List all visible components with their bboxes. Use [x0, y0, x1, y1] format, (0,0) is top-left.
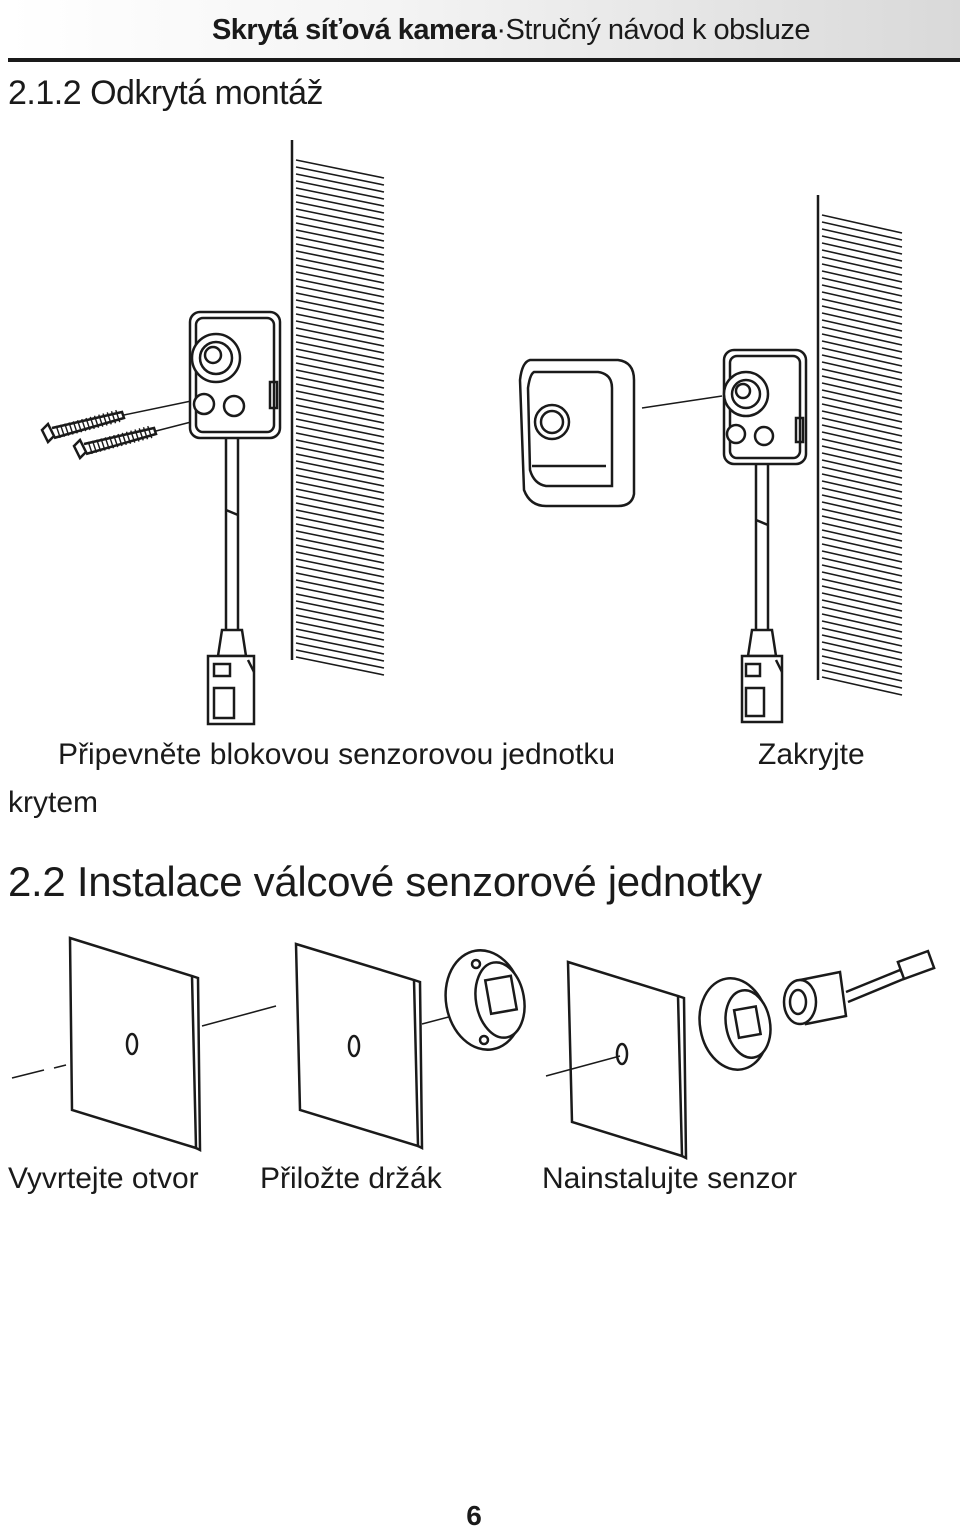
header-separator: · — [496, 14, 506, 46]
sensor-unit-left — [188, 310, 282, 726]
screw-2 — [72, 425, 158, 461]
header-title-bold: Skrytá síťová kamera — [211, 14, 497, 46]
header-title: Skrytá síťová kamera·Stručný návod k obs… — [211, 14, 811, 47]
wall-left — [290, 140, 385, 676]
sensor-cover — [518, 358, 723, 508]
header-subtitle: Stručný návod k obsluze — [505, 14, 811, 46]
step-caption-bracket: Přiložte držák — [260, 1162, 442, 1195]
install-sensor-step — [545, 949, 936, 1161]
cylinder-sensor — [782, 949, 936, 1026]
caption-cover-first: Zakryjte — [758, 738, 865, 771]
step-caption-install: Nainstalujte senzor — [542, 1162, 798, 1195]
drill-hole-step — [11, 936, 277, 1153]
page-number: 6 — [466, 1500, 482, 1531]
caption-cover-second: krytem — [8, 786, 98, 819]
cylinder-install-illustration — [11, 936, 936, 1161]
page-header: Skrytá síťová kamera·Stručný návod k obs… — [8, 0, 960, 62]
section-title-surface-mounting: 2.1.2 Odkrytá montáž — [8, 74, 324, 112]
wall-right — [816, 195, 903, 696]
attach-bracket-step — [294, 942, 526, 1151]
section-title-cylinder-sensor: 2.2 Instalace válcové senzorové jednotky — [8, 858, 762, 905]
step-caption-drill: Vyvrtejte otvor — [8, 1162, 199, 1195]
mounting-bracket-1 — [444, 949, 526, 1051]
sensor-unit-right — [722, 348, 808, 724]
mounting-bracket-2 — [698, 977, 772, 1071]
surface-mount-illustration — [40, 140, 903, 726]
caption-attach-unit: Připevněte blokovou senzorovou jednotku — [58, 738, 616, 771]
screw-1 — [40, 409, 126, 445]
